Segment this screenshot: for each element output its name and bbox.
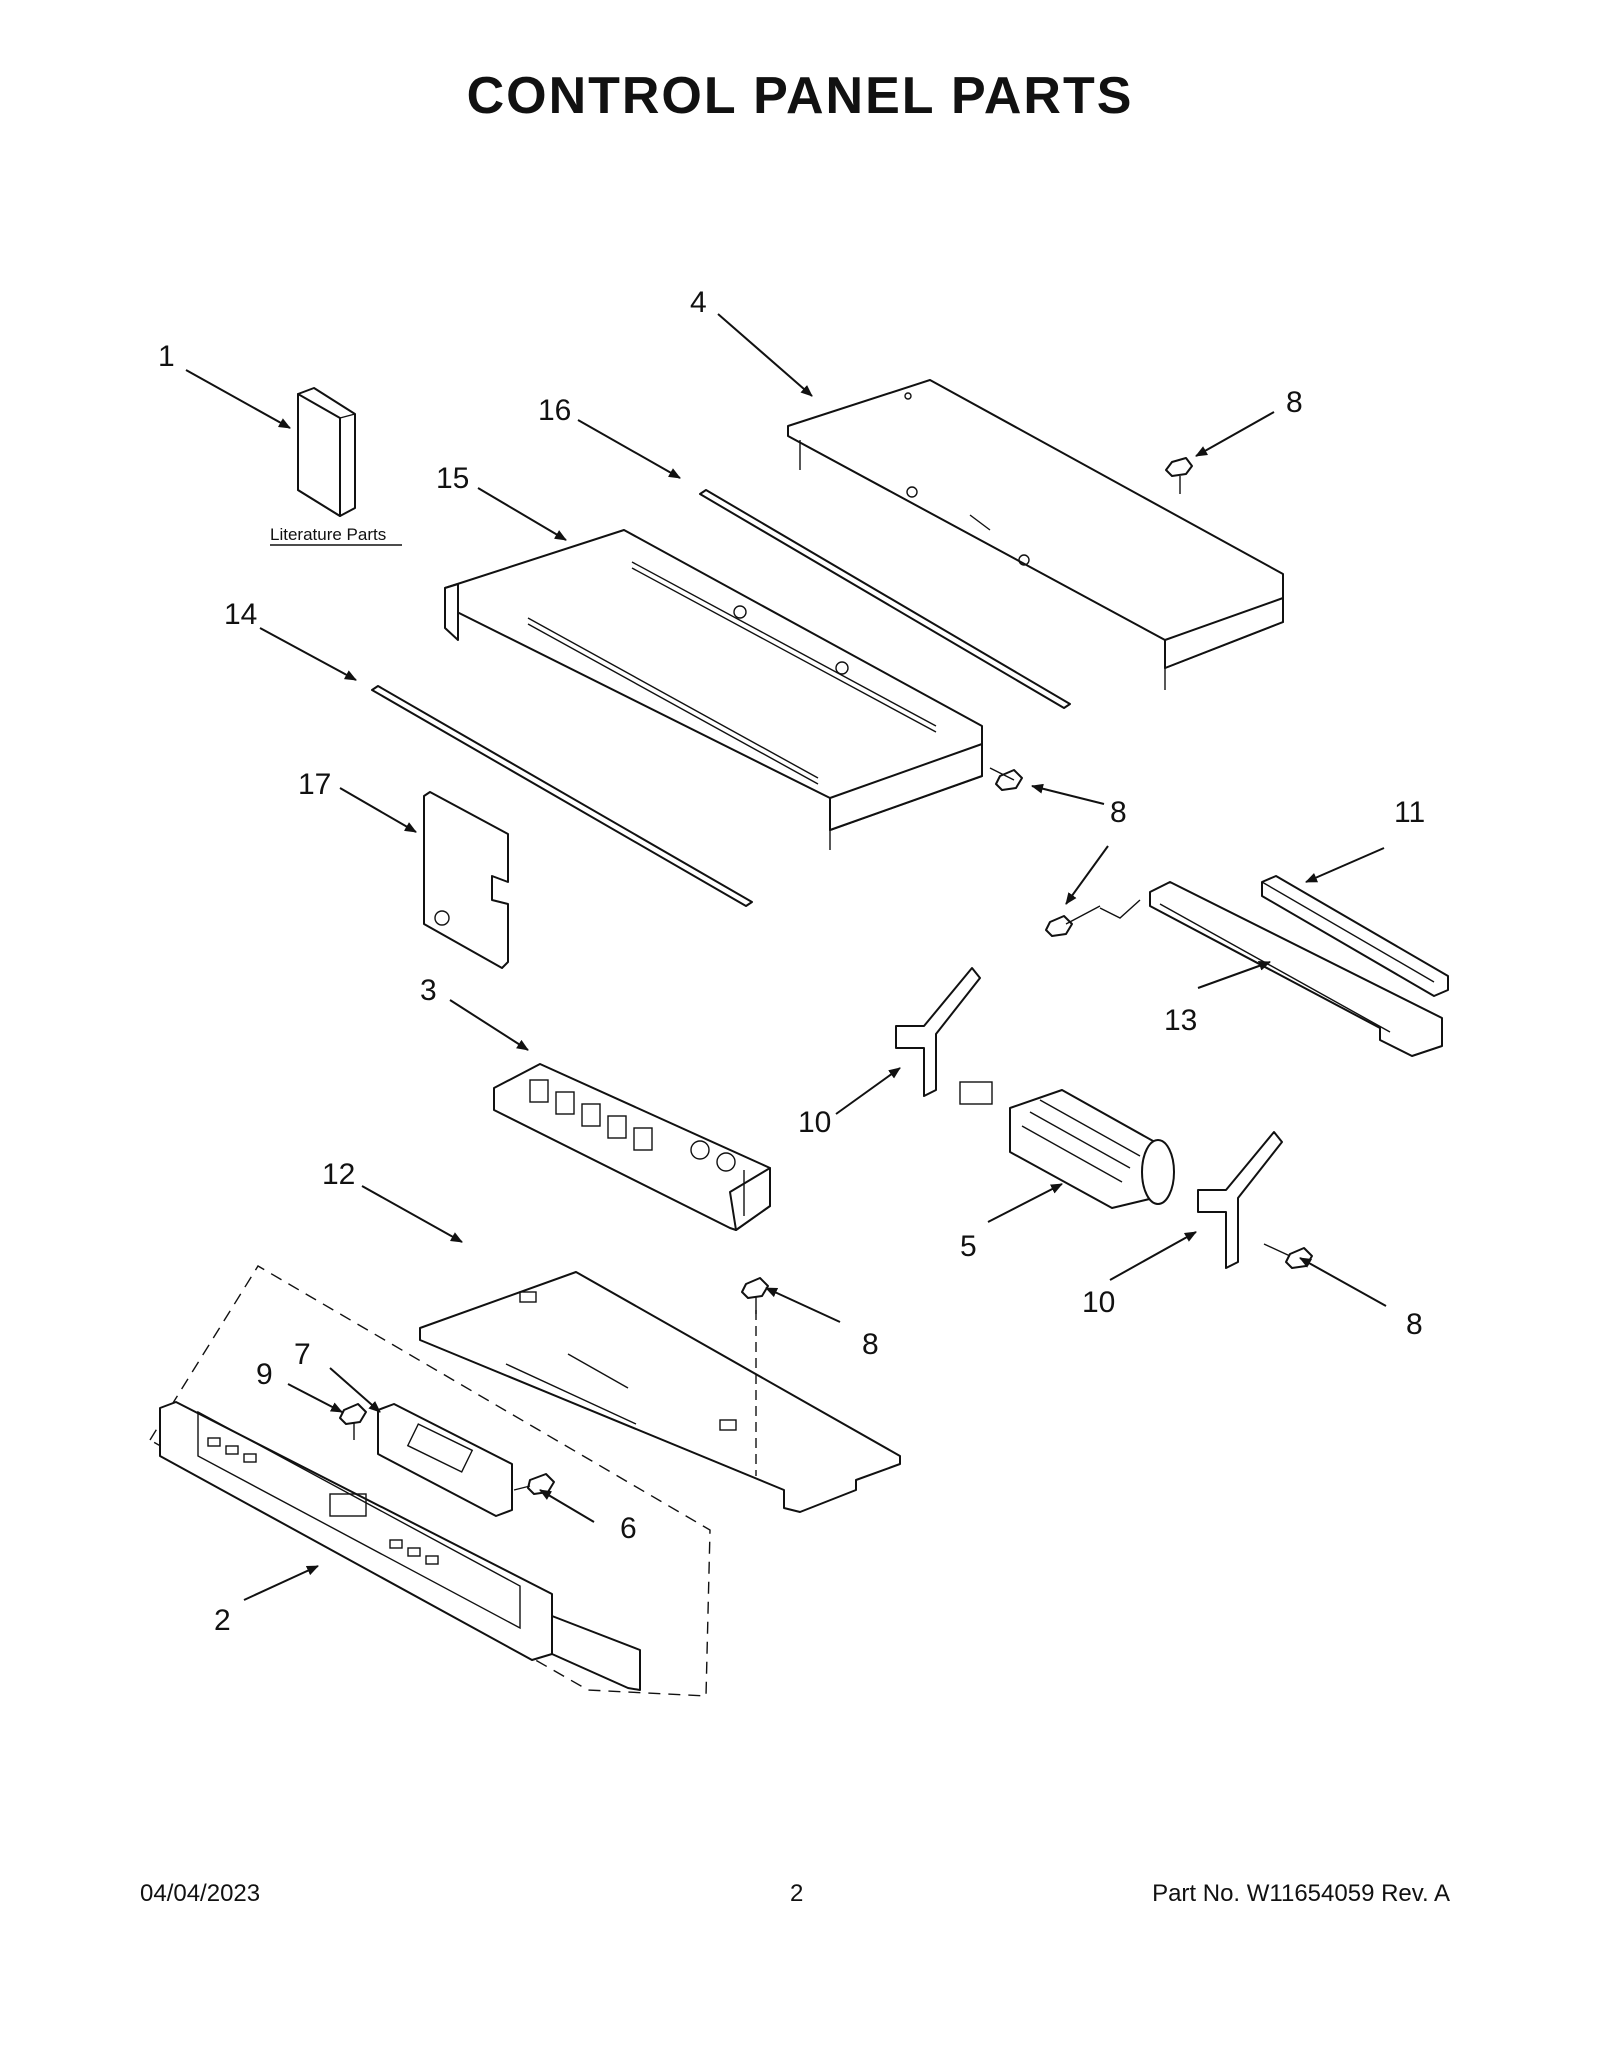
part-display-board <box>377 1403 513 1517</box>
part-screw <box>1165 457 1193 494</box>
part-seal-strip-long <box>371 685 753 907</box>
callout-9: 9 <box>256 1358 273 1391</box>
callout-16: 16 <box>538 394 571 427</box>
callout-6: 6 <box>620 1512 637 1545</box>
footer-page-number: 2 <box>790 1880 804 1907</box>
callout-arrows <box>185 313 1387 1601</box>
callout-7: 7 <box>294 1338 311 1371</box>
part-mounting-bracket <box>1099 881 1443 1057</box>
part-screw <box>513 1473 555 1495</box>
callout-17: 17 <box>298 768 331 801</box>
literature-parts-label: Literature Parts <box>270 525 386 544</box>
callout-8a: 8 <box>1286 386 1303 419</box>
callout-2: 2 <box>214 1604 231 1637</box>
part-mounting-plate <box>419 1271 901 1513</box>
part-hinge-bracket <box>1197 1131 1283 1269</box>
part-shield-panel <box>423 791 509 969</box>
callout-8d: 8 <box>862 1328 879 1361</box>
callout-12: 12 <box>322 1158 355 1191</box>
page-title: CONTROL PANEL PARTS <box>466 67 1134 125</box>
part-control-housing <box>444 529 983 850</box>
callout-1: 1 <box>158 340 175 373</box>
callout-8c: 8 <box>1406 1308 1423 1341</box>
footer-part-number: Part No. W11654059 Rev. A <box>1152 1880 1450 1907</box>
callout-8b: 8 <box>1110 796 1127 829</box>
callout-14: 14 <box>224 598 257 631</box>
part-screw <box>741 1277 769 1314</box>
callout-15: 15 <box>436 462 469 495</box>
part-screw <box>1263 1243 1313 1269</box>
callout-13: 13 <box>1164 1004 1197 1037</box>
callout-10a: 10 <box>798 1106 831 1139</box>
panel-group-outline <box>149 1265 711 1697</box>
part-blower-fan <box>959 1081 1175 1209</box>
callout-11: 11 <box>1394 796 1425 829</box>
part-screw <box>989 767 1023 791</box>
callout-5: 5 <box>960 1230 977 1263</box>
part-seal-strip-top <box>699 489 1071 709</box>
callout-4: 4 <box>690 286 707 319</box>
footer-date: 04/04/2023 <box>140 1880 261 1907</box>
callout-3: 3 <box>420 974 437 1007</box>
part-foam-strip <box>1261 875 1449 997</box>
part-literature-book <box>297 387 356 517</box>
part-screw <box>1045 905 1101 937</box>
part-control-board <box>493 1063 771 1231</box>
part-control-facade <box>159 1401 641 1691</box>
callout-10b: 10 <box>1082 1286 1115 1319</box>
part-top-panel <box>787 379 1284 690</box>
part-hinge-bracket <box>895 967 981 1097</box>
part-screw <box>339 1403 367 1440</box>
